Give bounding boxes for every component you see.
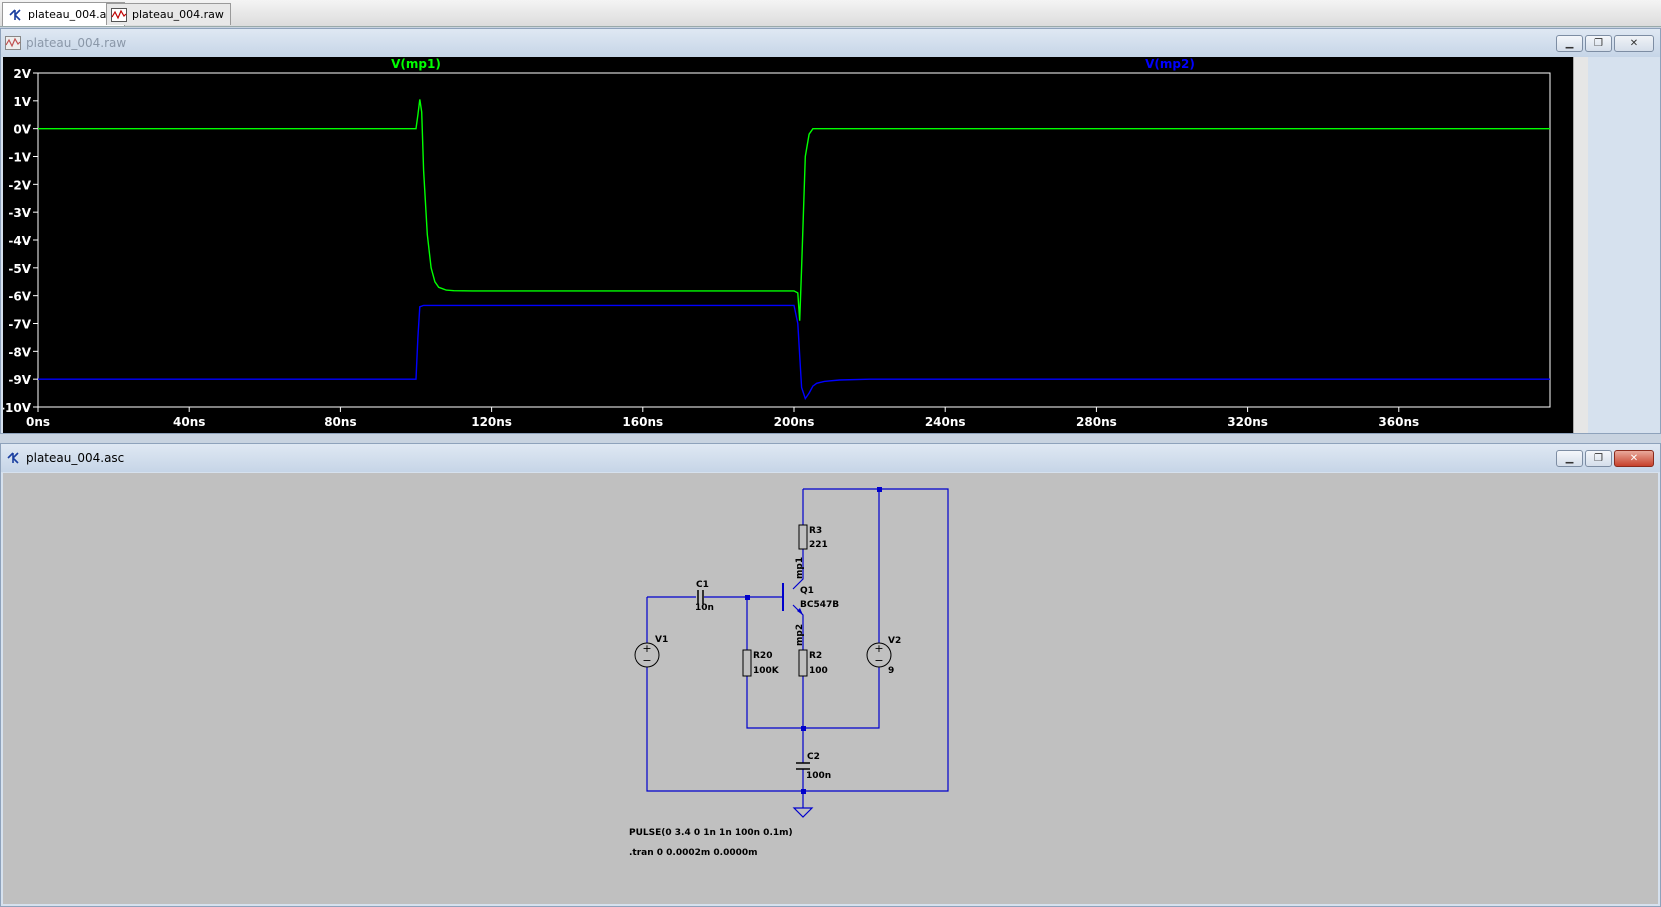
wires bbox=[646, 488, 949, 818]
schematic-icon bbox=[7, 452, 19, 464]
y-tick-label: -9V bbox=[8, 373, 31, 387]
c2-value: 100n bbox=[806, 771, 831, 781]
r20-name: R20 bbox=[753, 651, 772, 661]
v2-value: 9 bbox=[888, 666, 894, 676]
series-line-2 bbox=[38, 304, 1550, 401]
y-tick-label: -6V bbox=[8, 290, 31, 304]
x-tick-label: 40ns bbox=[173, 415, 205, 429]
restore-button[interactable]: ❐ bbox=[1585, 35, 1612, 52]
x-tick-label: 160ns bbox=[622, 415, 663, 429]
minimize-icon: ▁ bbox=[1565, 453, 1574, 464]
y-tick-label: 2V bbox=[13, 67, 31, 81]
series-line-1 bbox=[38, 99, 1550, 321]
close-icon: ✕ bbox=[1629, 453, 1639, 464]
minimize-button[interactable]: ▁ bbox=[1556, 35, 1583, 52]
x-tick-label: 80ns bbox=[324, 415, 356, 429]
waveform-chart[interactable]: 2V 1V 0V -1V -2V -3V -4V -5V -6V -7V -8V -9V -10V0ns… bbox=[0, 57, 1573, 433]
tab-schematic[interactable]: plateau_004.asc bbox=[2, 2, 126, 26]
tab-label: plateau_004.raw bbox=[132, 8, 224, 21]
y-tick-label: 0V bbox=[13, 123, 31, 137]
r3-name: R3 bbox=[809, 526, 822, 536]
q1-name: Q1 bbox=[800, 586, 814, 596]
c2-name: C2 bbox=[807, 752, 820, 762]
restore-icon: ❐ bbox=[1594, 38, 1603, 49]
minus-icon: − bbox=[642, 654, 651, 667]
plus-icon: + bbox=[874, 642, 883, 655]
waveform-icon bbox=[111, 7, 127, 22]
restore-icon: ❐ bbox=[1594, 453, 1603, 464]
transistor-arrow-icon bbox=[797, 608, 803, 615]
legend-1: V(mp1) bbox=[391, 57, 441, 71]
v2-name: V2 bbox=[888, 636, 901, 646]
y-tick-label: -4V bbox=[8, 234, 31, 248]
r2-name: R2 bbox=[809, 651, 822, 661]
spice-directive-tran: .tran 0 0.0002m 0.0000m bbox=[629, 848, 758, 858]
x-tick-label: 200ns bbox=[774, 415, 815, 429]
y-tick-label: -7V bbox=[8, 318, 31, 332]
minimize-icon: ▁ bbox=[1565, 38, 1574, 49]
junction-dots bbox=[745, 487, 882, 794]
net-label-mp2: mp2 bbox=[795, 624, 805, 646]
x-tick-label: 0ns bbox=[26, 415, 50, 429]
c1-value: 10n bbox=[695, 603, 714, 613]
schematic-titlebar[interactable]: plateau_004.asc ▁ ❐ ✕ bbox=[1, 444, 1660, 472]
y-tick-label: -3V bbox=[8, 206, 31, 220]
vertical-scrollbar[interactable] bbox=[1573, 57, 1588, 433]
restore-button[interactable]: ❐ bbox=[1585, 450, 1612, 467]
y-tick-label: -1V bbox=[8, 151, 31, 165]
x-tick-label: 120ns bbox=[471, 415, 512, 429]
q1-value: BC547B bbox=[800, 600, 839, 610]
close-button[interactable]: ✕ bbox=[1614, 35, 1654, 52]
v1-name: V1 bbox=[655, 635, 668, 645]
schematic-canvas[interactable]: + − + − R3 221 C1 10n Q1 BC bbox=[3, 473, 1658, 904]
waveform-window: plateau_004.raw ▁ ❐ ✕ 2V 1V 0V -1V -2V -3V -4V… bbox=[0, 28, 1661, 434]
resistor-r20[interactable] bbox=[742, 649, 752, 677]
x-tick-label: 360ns bbox=[1378, 415, 1419, 429]
capacitor-c2[interactable] bbox=[796, 762, 810, 770]
x-tick-label: 240ns bbox=[925, 415, 966, 429]
close-button[interactable]: ✕ bbox=[1614, 450, 1654, 467]
window-title: plateau_004.asc bbox=[26, 451, 125, 465]
legend-2: V(mp2) bbox=[1145, 57, 1195, 71]
y-tick-label: -8V bbox=[8, 345, 31, 359]
waveform-titlebar[interactable]: plateau_004.raw ▁ ❐ ✕ bbox=[1, 29, 1660, 57]
tab-label: plateau_004.asc bbox=[28, 8, 119, 21]
voltage-source-v2[interactable]: + − bbox=[866, 642, 892, 668]
plot-frame bbox=[37, 72, 1551, 408]
schematic-window: plateau_004.asc ▁ ❐ ✕ bbox=[0, 443, 1661, 907]
c1-name: C1 bbox=[696, 580, 709, 590]
y-tick-label: -5V bbox=[8, 262, 31, 276]
net-label-mp1: mp1 bbox=[795, 557, 805, 579]
plus-icon: + bbox=[642, 642, 651, 655]
capacitor-c1[interactable] bbox=[697, 590, 704, 604]
r3-value: 221 bbox=[809, 540, 828, 550]
window-title: plateau_004.raw bbox=[26, 36, 127, 50]
r2-value: 100 bbox=[809, 666, 828, 676]
voltage-source-v1[interactable]: + − bbox=[634, 642, 660, 668]
minimize-button[interactable]: ▁ bbox=[1556, 450, 1583, 467]
resistor-r3[interactable] bbox=[798, 524, 808, 550]
x-tick-label: 320ns bbox=[1227, 415, 1268, 429]
y-tick-label: -10V bbox=[3, 401, 32, 415]
x-tick-label: 280ns bbox=[1076, 415, 1117, 429]
schematic-drawing[interactable]: + − + − R3 221 C1 10n Q1 BC bbox=[3, 473, 1658, 904]
y-tick-label: -2V bbox=[8, 178, 31, 192]
close-icon: ✕ bbox=[1629, 38, 1639, 49]
minus-icon: − bbox=[874, 654, 883, 667]
tab-waveform[interactable]: plateau_004.raw bbox=[106, 3, 231, 25]
resistor-r2[interactable] bbox=[798, 649, 808, 677]
waveform-icon bbox=[5, 36, 21, 50]
spice-directive-pulse: PULSE(0 3.4 0 1n 1n 100n 0.1m) bbox=[629, 828, 793, 838]
schematic-icon bbox=[9, 8, 21, 21]
document-tab-bar: plateau_004.asc plateau_004.raw bbox=[0, 0, 1661, 27]
r20-value: 100K bbox=[753, 666, 780, 676]
y-tick-label: 1V bbox=[13, 95, 31, 109]
